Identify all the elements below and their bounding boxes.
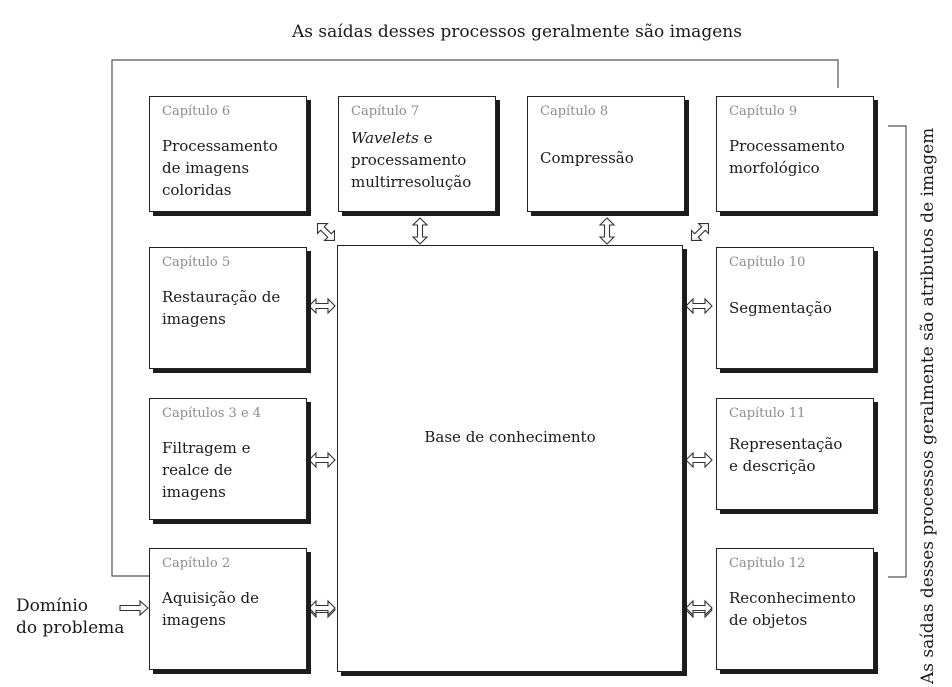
right-link-arrow-4: [685, 599, 713, 617]
knowledge-base-box: Base de conhecimento: [337, 245, 683, 672]
box-chapter-8: Capítulo 8 Compressão: [527, 96, 685, 212]
chapter-label: Capítulo 12: [729, 556, 806, 571]
chapter-label: Capítulo 7: [351, 104, 420, 119]
right-link-arrow-1: [685, 297, 713, 315]
domain-input-arrow: [119, 599, 149, 617]
chapter-label: Capítulo 2: [162, 556, 231, 571]
diag-link-arrow-ch6: [316, 222, 336, 242]
box-chapter-10: Capítulo 10 Segmentação: [716, 247, 874, 369]
side-label: As saídas desses processos geralmente sã…: [918, 127, 938, 684]
box-title: Compressão: [540, 149, 634, 167]
top-link-arrow-ch7: [411, 217, 429, 245]
knowledge-base-label: Base de conhecimento: [424, 428, 596, 446]
top-link-arrow-ch8: [598, 217, 616, 245]
domain-label-line2: do problema: [16, 618, 125, 638]
chapter-label: Capítulo 11: [729, 406, 806, 421]
domain-label-line1: Domínio: [16, 596, 89, 616]
chapter-label: Capítulo 8: [540, 104, 609, 119]
left-link-arrow-4: [308, 599, 336, 617]
top-label: As saídas desses processos geralmente sã…: [292, 22, 742, 42]
right-link-arrow-2: [685, 451, 713, 469]
chapter-label: Capítulo 5: [162, 255, 231, 270]
chapter-label: Capítulos 3 e 4: [162, 406, 262, 421]
left-link-arrow-2: [308, 451, 336, 469]
box-title: Segmentação: [729, 299, 832, 317]
top-feedback-line: [111, 59, 839, 577]
chapter-label: Capítulo 6: [162, 104, 231, 119]
side-bracket-line: [888, 125, 907, 578]
diag-link-arrow-ch9: [690, 222, 710, 242]
chapter-label: Capítulo 9: [729, 104, 798, 119]
left-link-arrow-1: [308, 297, 336, 315]
chapter-label: Capítulo 10: [729, 255, 806, 270]
